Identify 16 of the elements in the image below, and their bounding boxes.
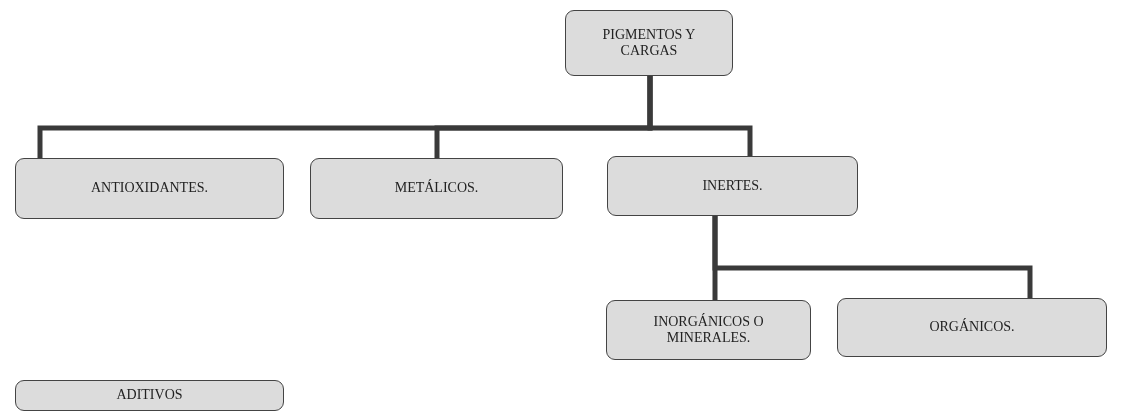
- box-label: PIGMENTOS Y CARGAS: [601, 26, 697, 60]
- box-label: METÁLICOS.: [394, 180, 479, 197]
- box-label: ADITIVOS: [116, 387, 183, 404]
- category-box: [565, 10, 733, 76]
- category-box: [15, 380, 284, 411]
- category-box: [607, 156, 858, 216]
- box-label: ORGÁNICOS.: [929, 319, 1015, 336]
- category-box: [837, 298, 1107, 357]
- category-box: [606, 300, 811, 360]
- box-label: ANTIOXIDANTES.: [90, 180, 208, 197]
- connector-line: [712, 216, 1033, 298]
- category-box: [15, 158, 284, 219]
- box-label: INORGÁNICOS O MINERALES.: [652, 313, 765, 347]
- box-label: INERTES.: [702, 177, 763, 195]
- category-box: [310, 158, 563, 219]
- connector-line: [647, 76, 753, 156]
